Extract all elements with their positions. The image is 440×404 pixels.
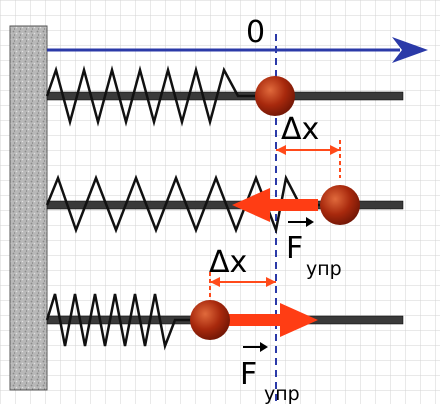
- origin-label: 0: [246, 15, 265, 50]
- force-symbol: F: [240, 357, 257, 392]
- spring-row-equilibrium: [45, 65, 404, 127]
- wall: [9, 25, 48, 391]
- force-subscript: упр: [306, 258, 342, 280]
- displacement-label: Δx: [281, 112, 319, 147]
- vector-arrow-icon: [243, 342, 268, 352]
- force-symbol: F: [286, 231, 303, 266]
- ball: [320, 185, 360, 225]
- force-subscript: упр: [264, 383, 300, 404]
- displacement-marker: [209, 272, 276, 300]
- spring-row-stretched: Δx F упр: [45, 112, 404, 280]
- spring-row-compressed: Δx F упр: [45, 245, 404, 404]
- displacement-marker: [276, 140, 341, 178]
- ball: [255, 76, 295, 116]
- rod: [46, 91, 404, 101]
- force-label: F упр: [240, 342, 300, 404]
- ball: [190, 300, 230, 340]
- x-axis: [47, 37, 428, 63]
- force-label: F упр: [286, 217, 342, 280]
- displacement-label: Δx: [209, 245, 247, 280]
- spring-coil: [45, 65, 256, 127]
- vector-arrow-icon: [288, 217, 314, 227]
- force-arrow-icon: [228, 303, 318, 337]
- axis-arrow-icon: [392, 37, 428, 63]
- force-arrow-icon: [232, 188, 318, 222]
- spring-coil: [45, 293, 192, 351]
